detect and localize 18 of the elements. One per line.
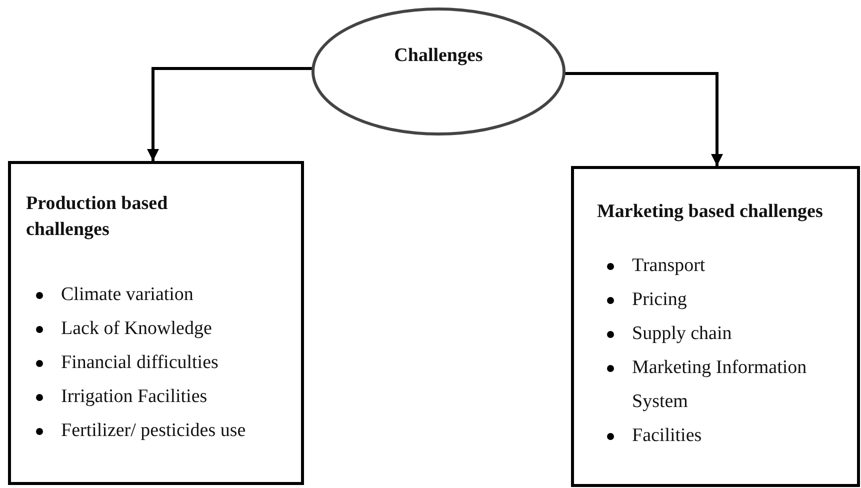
list-item: Financial difficulties [61,352,218,373]
arrow [565,72,723,166]
box-heading: Production based challenges [26,192,169,242]
list-item: Facilities [632,425,702,446]
list-item: Supply chain [632,323,732,344]
box-heading: Marketing based challenges [597,200,824,224]
list-item: Marketing Information System [632,357,807,412]
arrow [147,67,312,161]
list-box [8,161,304,485]
list-item: Climate variation [61,284,194,305]
ellipse-node [311,7,566,136]
node-title: Challenges [393,44,484,68]
list-item: Fertilizer/ pesticides use [61,420,246,441]
list-box [571,166,860,487]
list-item: Pricing [632,289,687,310]
list-item: Irrigation Facilities [61,386,208,407]
list-item: Lack of Knowledge [61,318,212,339]
list-item: Transport [632,255,706,276]
